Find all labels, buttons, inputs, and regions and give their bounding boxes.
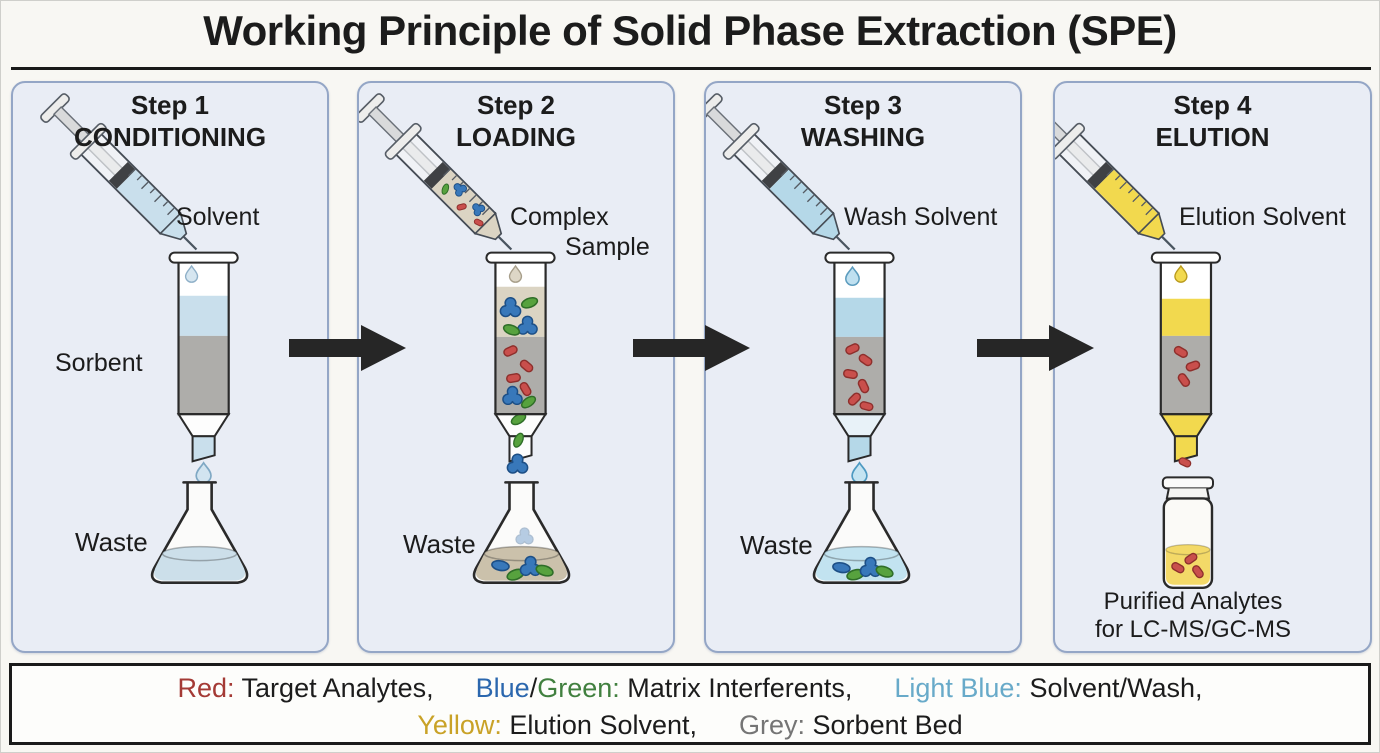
- step1-illustration: [34, 87, 249, 584]
- caption-line2: for LC-MS/GC-MS: [1094, 615, 1291, 643]
- wash-solvent-label: Wash Solvent: [844, 203, 998, 231]
- panel-step4-elution: Step 4 ELUTION Elution Solvent Purified …: [1053, 81, 1372, 653]
- legend-lightblue-text: Solvent/Wash,: [1021, 673, 1203, 703]
- sample-label-line2: Sample: [565, 233, 650, 261]
- waste-flask: [812, 481, 911, 584]
- step-phase: ELUTION: [1155, 121, 1270, 152]
- step-heading: Step 1 CONDITIONING: [13, 90, 327, 154]
- sample-label-line1: Complex: [510, 203, 609, 231]
- step-phase: LOADING: [456, 121, 576, 152]
- drop-icon: [195, 462, 212, 484]
- step-heading: Step 2 LOADING: [359, 90, 673, 154]
- step-number: Step 3: [823, 90, 903, 120]
- legend-line-2: Yellow: Elution Solvent, Grey: Sorbent Be…: [12, 707, 1368, 744]
- step-number: Step 2: [476, 90, 556, 120]
- spe-column: [485, 251, 556, 463]
- sorbent-label: Sorbent: [55, 349, 143, 377]
- waste-flask: [150, 481, 249, 584]
- step-phase: WASHING: [800, 121, 926, 152]
- waste-label: Waste: [740, 530, 813, 560]
- arrow-icon: [633, 325, 750, 371]
- legend-green-key: Green:: [537, 673, 620, 703]
- step-phase: CONDITIONING: [73, 121, 267, 152]
- legend-blue-key: Blue: [475, 673, 530, 703]
- spe-column: [168, 251, 239, 463]
- step-number: Step 4: [1173, 90, 1252, 120]
- waste-label: Waste: [403, 529, 476, 559]
- legend-line-1: Red: Target Analytes, Blue/Green: Matrix …: [12, 670, 1368, 707]
- caption-line1: Purified Analytes: [1103, 588, 1283, 615]
- step-heading: Step 3 WASHING: [706, 90, 1020, 154]
- legend-yellow-text: Elution Solvent,: [501, 710, 698, 740]
- waste-label: Waste: [75, 527, 148, 557]
- title-divider: [11, 67, 1371, 70]
- arrow-icon: [289, 325, 406, 371]
- legend-yellow-key: Yellow:: [417, 710, 502, 740]
- spe-column: [1150, 251, 1222, 463]
- drop-icon: [851, 462, 868, 484]
- step3-illustration: [706, 87, 911, 584]
- panel-step1-conditioning: Step 1 CONDITIONING Solvent Sorbent Wast…: [11, 81, 329, 653]
- solvent-label: Solvent: [176, 203, 260, 231]
- legend-red-key: Red:: [177, 673, 235, 703]
- legend-grey-key: Grey:: [739, 710, 806, 740]
- waste-flask: [472, 481, 571, 584]
- step2-illustration: [359, 87, 571, 584]
- spe-column: [824, 251, 895, 463]
- legend-grey-text: Sorbent Bed: [805, 710, 963, 740]
- panel-step3-washing: Step 3 WASHING Wash Solvent Waste: [704, 81, 1022, 653]
- purified-analytes-caption: Purified Analytes for LC-MS/GC-MS: [1083, 588, 1303, 643]
- panel-step2-loading: Step 2 LOADING Complex Sample Waste: [357, 81, 675, 653]
- step-heading: Step 4 ELUTION: [1055, 90, 1370, 154]
- step-number: Step 1: [130, 90, 210, 120]
- legend-red-text: Target Analytes,: [234, 673, 434, 703]
- step4-illustration: [1055, 87, 1222, 589]
- legend-green-text: Matrix Interferents,: [619, 673, 853, 703]
- legend-box: Red: Target Analytes, Blue/Green: Matrix …: [9, 663, 1371, 745]
- arrow-icon: [977, 325, 1094, 371]
- legend-slash: /: [529, 673, 538, 703]
- collection-vial: [1161, 476, 1215, 589]
- legend-lightblue-key: Light Blue:: [894, 673, 1022, 703]
- page-title: Working Principle of Solid Phase Extract…: [203, 7, 1177, 54]
- elution-solvent-label: Elution Solvent: [1179, 203, 1346, 231]
- falling-analyte: [1177, 456, 1193, 469]
